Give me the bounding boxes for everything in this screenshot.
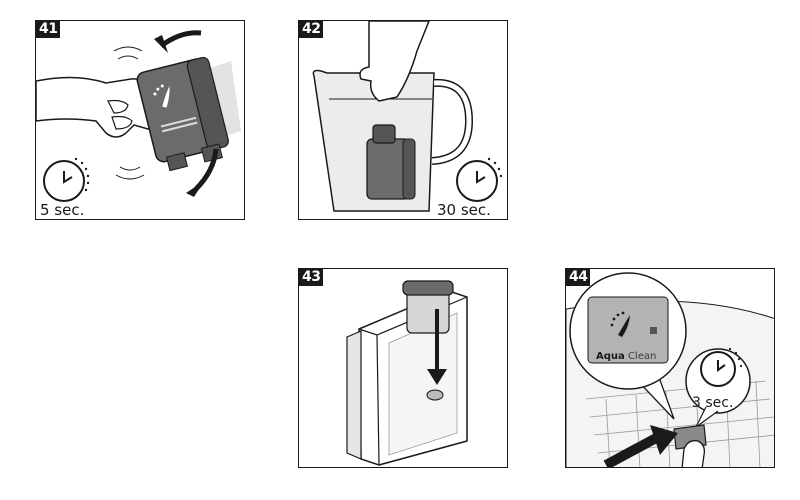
aquaclean-display-label: Aqua Clean <box>596 351 656 362</box>
zoom-bubble <box>569 272 687 420</box>
step-42-panel: 42 30 sec. <box>298 20 508 220</box>
filter-socket <box>426 389 444 401</box>
timer-icon <box>685 347 751 428</box>
indicator-light <box>650 327 657 334</box>
step-43-panel: 43 <box>298 268 508 468</box>
hand-icon <box>359 21 430 102</box>
finger-icon <box>681 440 706 467</box>
insert-filter-illustration <box>346 280 468 466</box>
fingers-icon <box>107 99 133 130</box>
arrow-up-icon <box>159 30 202 49</box>
step-41-panel: 41 <box>35 20 245 220</box>
step-number: 41 <box>36 21 61 38</box>
filter-cartridge-icon <box>402 280 454 334</box>
clean-text: Clean <box>627 351 657 362</box>
display-screen <box>587 296 669 364</box>
duration-label: 5 sec. <box>40 201 85 219</box>
duration-label: 3 sec. <box>692 395 734 411</box>
duration-label: 30 sec. <box>437 201 491 219</box>
press-button-illustration <box>566 272 774 467</box>
submerge-filter-illustration <box>312 21 503 212</box>
shake-filter-illustration <box>36 30 241 202</box>
step-number: 44 <box>566 269 591 286</box>
step-number: 42 <box>299 21 324 38</box>
arrow-right-icon <box>603 432 661 467</box>
step-number: 43 <box>299 269 324 286</box>
filter-cartridge-icon <box>366 124 416 200</box>
aquaclean-filter-icon <box>610 311 630 337</box>
timer-icon <box>456 157 503 202</box>
timer-icon <box>43 157 90 202</box>
aqua-text: Aqua <box>596 351 625 362</box>
shake-lines-icon <box>113 46 143 60</box>
step-44-panel: 44 <box>565 268 775 468</box>
water-tank-icon <box>346 290 468 466</box>
